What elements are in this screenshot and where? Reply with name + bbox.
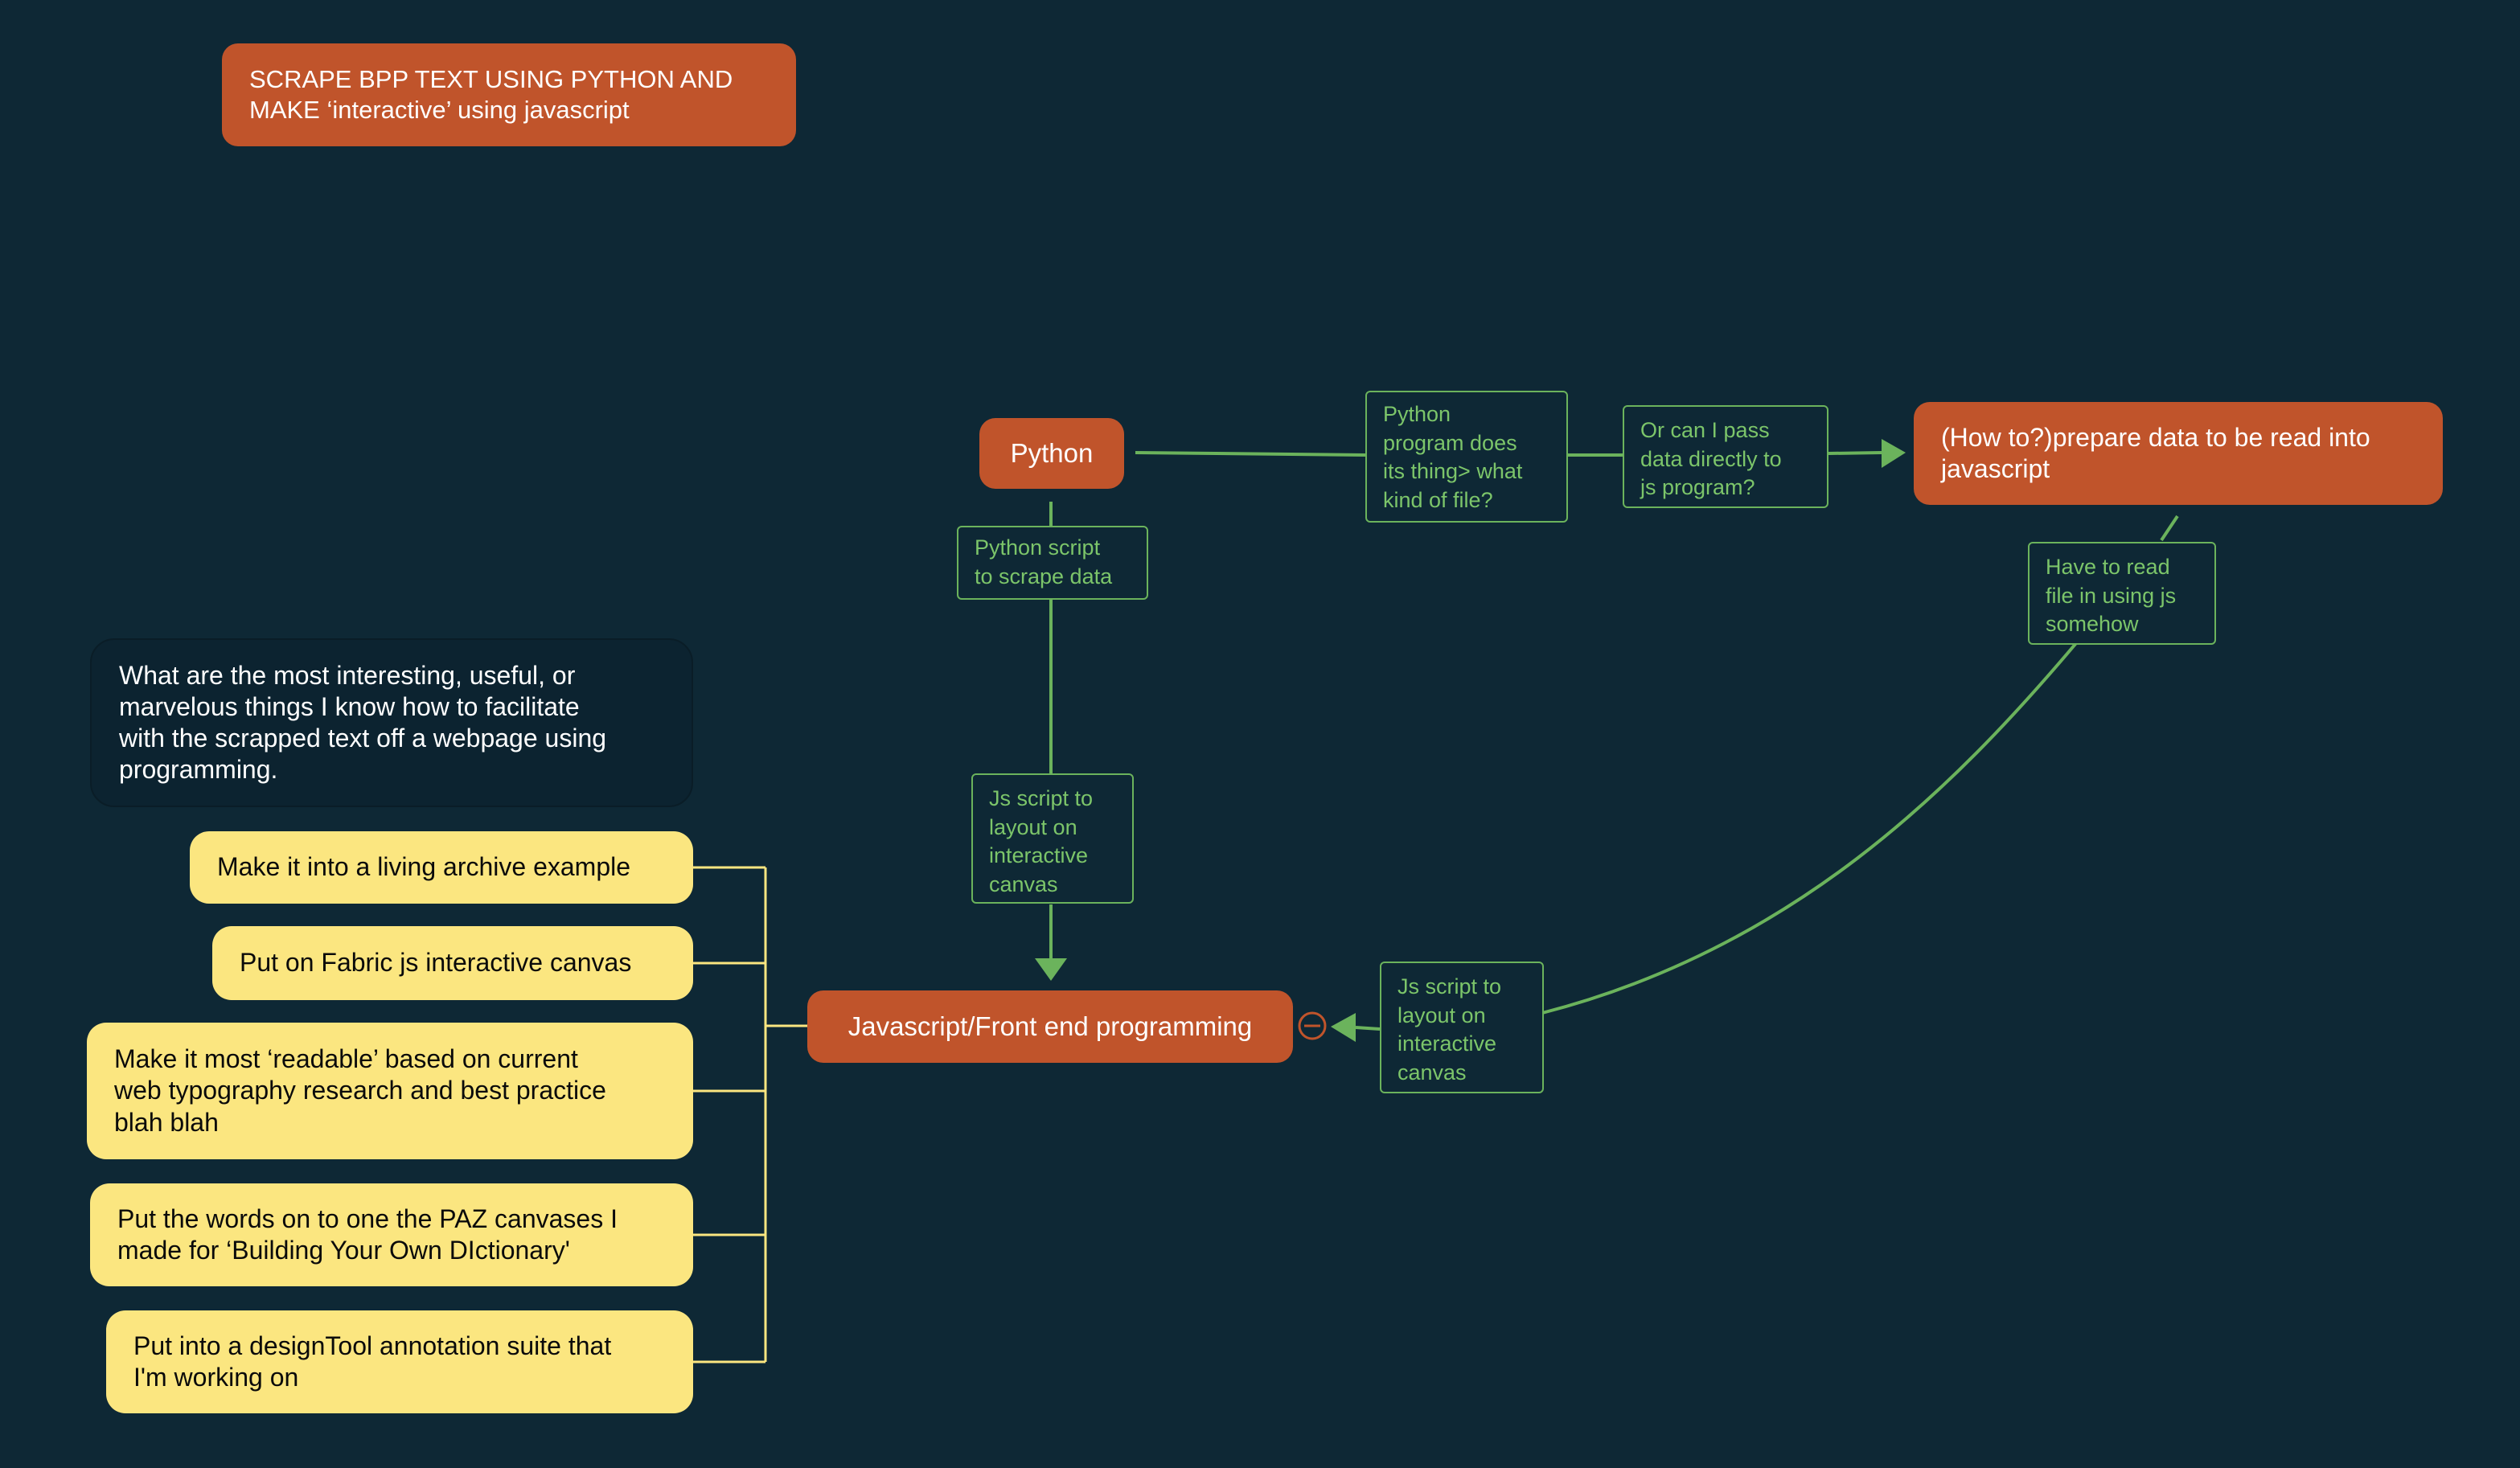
arrowhead-to-prepare xyxy=(1882,439,1906,468)
connector-curve-to-js-label xyxy=(1541,642,2078,1015)
arrowhead-curve-to-javascript xyxy=(1331,1013,1356,1042)
python-topic[interactable]: Python xyxy=(979,418,1124,489)
idea-readable[interactable]: Make it most ‘readable’ based on current… xyxy=(87,1023,693,1159)
question-topic[interactable]: What are the most interesting, useful, o… xyxy=(90,638,693,807)
arrowhead-to-javascript xyxy=(1035,958,1067,981)
label-read-file[interactable]: Have to read file in using js somehow xyxy=(2028,542,2216,645)
label-js-script-curve[interactable]: Js script to layout on interactive canva… xyxy=(1380,962,1544,1093)
idea-designtool[interactable]: Put into a designTool annotation suite t… xyxy=(106,1310,693,1413)
collapse-icon[interactable] xyxy=(1298,1011,1327,1040)
javascript-topic[interactable]: Javascript/Front end programming xyxy=(807,990,1293,1063)
prepare-data-topic[interactable]: (How to?)prepare data to be read into ja… xyxy=(1914,402,2443,505)
title-topic[interactable]: SCRAPE BPP TEXT USING PYTHON AND MAKE ‘i… xyxy=(222,43,796,146)
connector-prepare-to-read-label xyxy=(2160,515,2179,542)
label-pass-directly[interactable]: Or can I pass data directly to js progra… xyxy=(1623,405,1828,508)
idea-paz-canvases[interactable]: Put the words on to one the PAZ canvases… xyxy=(90,1183,693,1286)
idea-living-archive[interactable]: Make it into a living archive example xyxy=(190,831,693,904)
label-python-program[interactable]: Python program does its thing> what kind… xyxy=(1365,391,1568,523)
label-python-script[interactable]: Python script to scrape data xyxy=(957,526,1148,600)
idea-bracket xyxy=(692,866,807,1363)
connector-js-label-to-javascript xyxy=(1355,1026,1381,1031)
idea-fabric-canvas[interactable]: Put on Fabric js interactive canvas xyxy=(212,926,693,1000)
connector-python-to-file-question xyxy=(1135,451,1366,457)
label-js-script-vertical[interactable]: Js script to layout on interactive canva… xyxy=(971,773,1134,904)
